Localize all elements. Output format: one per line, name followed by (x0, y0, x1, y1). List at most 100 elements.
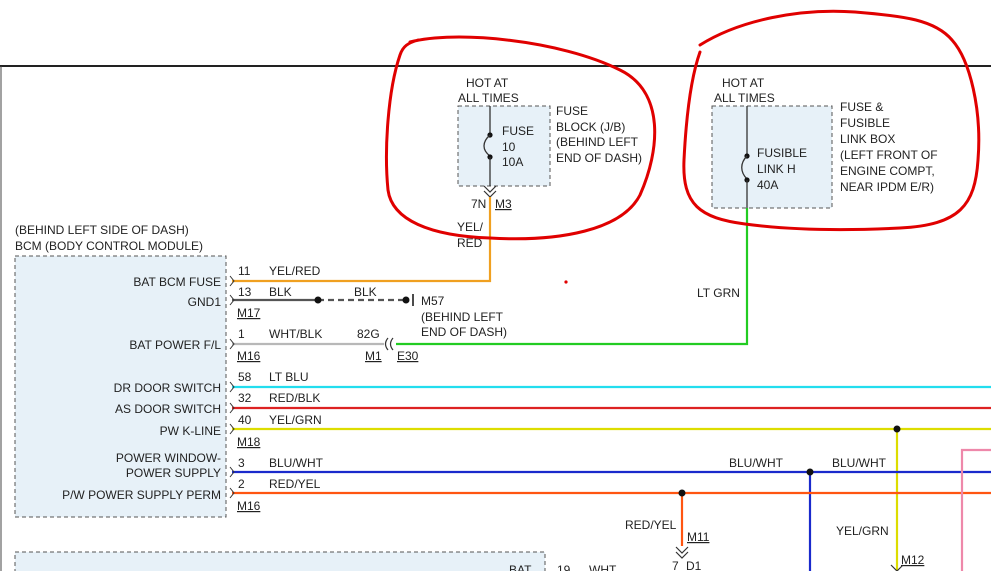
fuse-connector-icon (483, 185, 497, 198)
d1-pin: 7 (672, 559, 679, 571)
fuse-connector: M3 (495, 197, 512, 211)
link-name: LINK H (757, 162, 796, 176)
fuse-block-desc-2: BLOCK (J/B) (556, 120, 625, 134)
ground-terminal (402, 296, 410, 304)
link-desc-5: ENGINE COMPT, (840, 164, 935, 178)
link-desc-1: FUSE & (840, 100, 883, 114)
bcm-pin-arrows (229, 275, 235, 499)
bcm-pin-name-bat-bcm-fuse: BAT BCM FUSE (133, 275, 221, 289)
wire-label: BLK (269, 285, 292, 299)
annotation-circle-fuse (385, 35, 657, 241)
stray-red-dot (564, 280, 568, 284)
red-yel-branch-label: RED/YEL (625, 518, 677, 532)
wire-label: LT BLU (269, 370, 309, 384)
bcm-pin-name-pw-perm: P/W POWER SUPPLY PERM (62, 488, 221, 502)
annotation-circle-link (682, 9, 981, 232)
fuse-block-desc-3: (BEHIND LEFT (556, 135, 639, 149)
fuse-element (483, 134, 491, 157)
fuse-all-times: ALL TIMES (458, 91, 519, 105)
fuse-pin: 7N (471, 197, 486, 211)
link-desc-2: FUSIBLE (840, 116, 890, 130)
pin-number: 40 (238, 413, 252, 427)
bcm-pin-name-pw-supply-2: POWER SUPPLY (126, 466, 221, 480)
link-desc-3: LINK BOX (840, 132, 895, 146)
ground-wire-label: BLK (354, 285, 377, 299)
link-hot-at: HOT AT (722, 76, 765, 90)
blu-wht-label-1: BLU/WHT (729, 456, 784, 470)
bcm-pin-name-pw-kline: PW K-LINE (160, 424, 221, 438)
fuse-label: FUSE (502, 124, 534, 138)
pin-number: 2 (238, 477, 245, 491)
pin-number: 3 (238, 456, 245, 470)
bottom-module-wire: WHT (589, 563, 617, 571)
link-box (711, 105, 833, 209)
wire-label: BLU/WHT (269, 456, 324, 470)
fuse-box (457, 105, 551, 187)
fuse-block-desc-4: END OF DASH) (556, 151, 642, 165)
fuse-amperage: 10A (502, 155, 523, 169)
e30-connector-icon (384, 337, 394, 351)
wire-label: RED/YEL (269, 477, 321, 491)
e30-conn-right: E30 (397, 349, 419, 363)
bottom-module-pin: 19 (557, 563, 571, 571)
wire-lt-grn (396, 208, 749, 346)
red-yel-splice (678, 489, 686, 497)
lt-grn-label: LT GRN (697, 286, 740, 300)
bottom-module-box (14, 551, 546, 571)
wire-label: RED/BLK (269, 391, 320, 405)
fuse-block: HOT AT ALL TIMES FUSE 10 10A FUSE BLOCK … (457, 76, 642, 250)
link-all-times: ALL TIMES (714, 91, 775, 105)
e30-conn-left: M1 (365, 349, 382, 363)
bottom-module-label: BAT (509, 563, 532, 571)
blu-wht-label-2: BLU/WHT (832, 456, 887, 470)
blu-wht-splice (806, 468, 814, 476)
wire-label: YEL/RED (269, 264, 321, 278)
wire-label: WHT/BLK (269, 327, 322, 341)
fusible-link-box: HOT AT ALL TIMES FUSIBLE LINK H 40A FUSE… (711, 76, 938, 209)
connector-label: M18 (237, 435, 261, 449)
e30-pin: 82G (357, 327, 380, 341)
yel-grn-splice (893, 425, 901, 433)
ground-desc-1: (BEHIND LEFT (421, 310, 504, 324)
connector-label: M16 (237, 499, 261, 513)
link-amperage: 40A (757, 178, 778, 192)
bcm-box (14, 255, 227, 518)
pin-number: 58 (238, 370, 252, 384)
bcm-title: BCM (BODY CONTROL MODULE) (15, 239, 203, 253)
ground-desc-2: END OF DASH) (421, 325, 507, 339)
pin-number: 11 (238, 264, 251, 278)
m11-connector: M11 (687, 530, 710, 544)
bcm-pin-name-bat-power: BAT POWER F/L (129, 338, 221, 352)
connector-label: M16 (237, 349, 261, 363)
d1-connector-icon (675, 546, 689, 559)
link-desc-6: NEAR IPDM E/R) (840, 180, 934, 194)
bcm-pin-name-gnd1: GND1 (188, 295, 222, 309)
wire-pink (960, 448, 991, 571)
connector-label: M17 (237, 306, 261, 320)
bcm-pin-name-as-door: AS DOOR SWITCH (115, 402, 221, 416)
bcm-pin-name-dr-door: DR DOOR SWITCH (114, 381, 221, 395)
ground-connector: M57 (421, 294, 445, 308)
fuse-wire-label-top: YEL/ (457, 220, 484, 234)
fuse-block-desc-1: FUSE (556, 104, 588, 118)
m12-connector-icon (890, 564, 904, 571)
d1-connector: D1 (686, 559, 702, 571)
link-desc-4: (LEFT FRONT OF (840, 148, 938, 162)
bcm-pin-name-pw-supply-1: POWER WINDOW- (116, 451, 221, 465)
bottom-module: BAT 19 WHT (14, 551, 617, 571)
fuse-hot-at: HOT AT (466, 76, 509, 90)
pin-number: 13 (238, 285, 252, 299)
link-element (741, 155, 748, 180)
wire-yel-red (232, 197, 492, 283)
link-label: FUSIBLE (757, 146, 807, 160)
yel-grn-branch-label: YEL/GRN (836, 524, 889, 538)
bcm-module: (BEHIND LEFT SIDE OF DASH) BCM (BODY CON… (14, 223, 227, 518)
pin-number: 32 (238, 391, 252, 405)
wire-label: YEL/GRN (269, 413, 322, 427)
fuse-number: 10 (502, 140, 516, 154)
ground-splice (314, 296, 322, 304)
pin-number: 1 (238, 327, 245, 341)
m12-connector: M12 (901, 553, 925, 567)
bcm-location: (BEHIND LEFT SIDE OF DASH) (15, 223, 189, 237)
